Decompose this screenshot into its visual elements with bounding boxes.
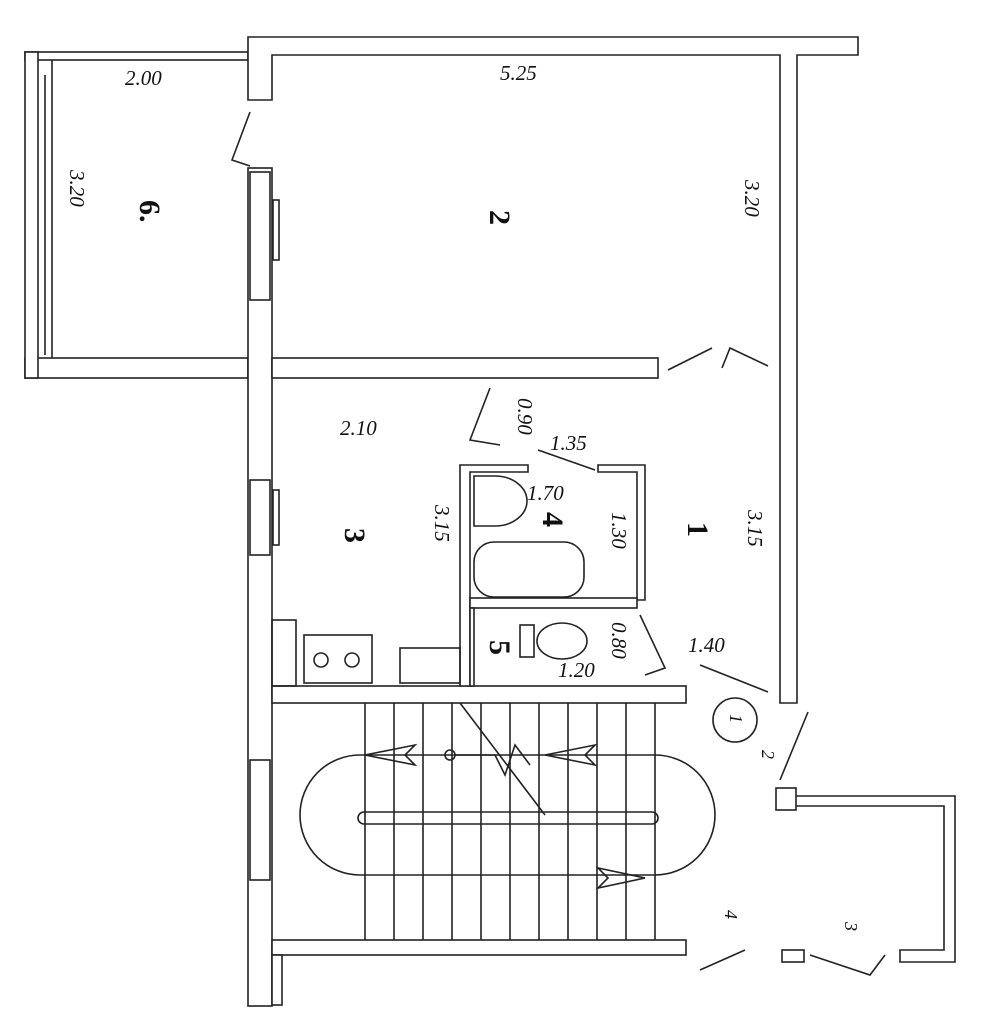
fixtures [271, 475, 588, 687]
dim-hall-length: 3.15 [743, 509, 767, 547]
dim-room2-width: 5.25 [500, 61, 537, 85]
doors [230, 111, 886, 976]
room-label-5: 5 [483, 640, 516, 655]
landing-door-4: 4 [721, 910, 741, 919]
landing-door-2: 2 [758, 750, 778, 759]
dim-kitchen-width: 2.10 [340, 416, 377, 440]
room-label-balcony: 6. [133, 200, 166, 223]
dim-door-bath: 1.35 [550, 431, 587, 455]
balcony [24, 51, 249, 379]
dim-room2-length: 3.20 [740, 179, 764, 217]
dim-toilet-door: 0.80 [607, 622, 631, 659]
dim-balcony-length: 3.20 [65, 169, 89, 207]
dim-bath-width: 1.70 [527, 481, 564, 505]
dim-balcony-width: 2.00 [125, 66, 162, 90]
apartment-marker: 1 [726, 714, 746, 723]
dim-bath-length: 1.30 [607, 512, 631, 549]
dim-toilet-width: 1.20 [558, 658, 595, 682]
dim-door-kitchen: 0.90 [513, 398, 537, 435]
staircase [299, 697, 758, 940]
dim-kitchen-length: 3.15 [430, 504, 454, 542]
room-label-3: 3 [338, 528, 371, 543]
room-label-4: 4 [536, 512, 569, 527]
room-label-2: 2 [483, 210, 516, 225]
dim-entry-width: 1.40 [688, 633, 725, 657]
room-label-1: 1 [681, 522, 714, 537]
walls [247, 36, 956, 1007]
landing-door-3: 3 [841, 921, 861, 931]
